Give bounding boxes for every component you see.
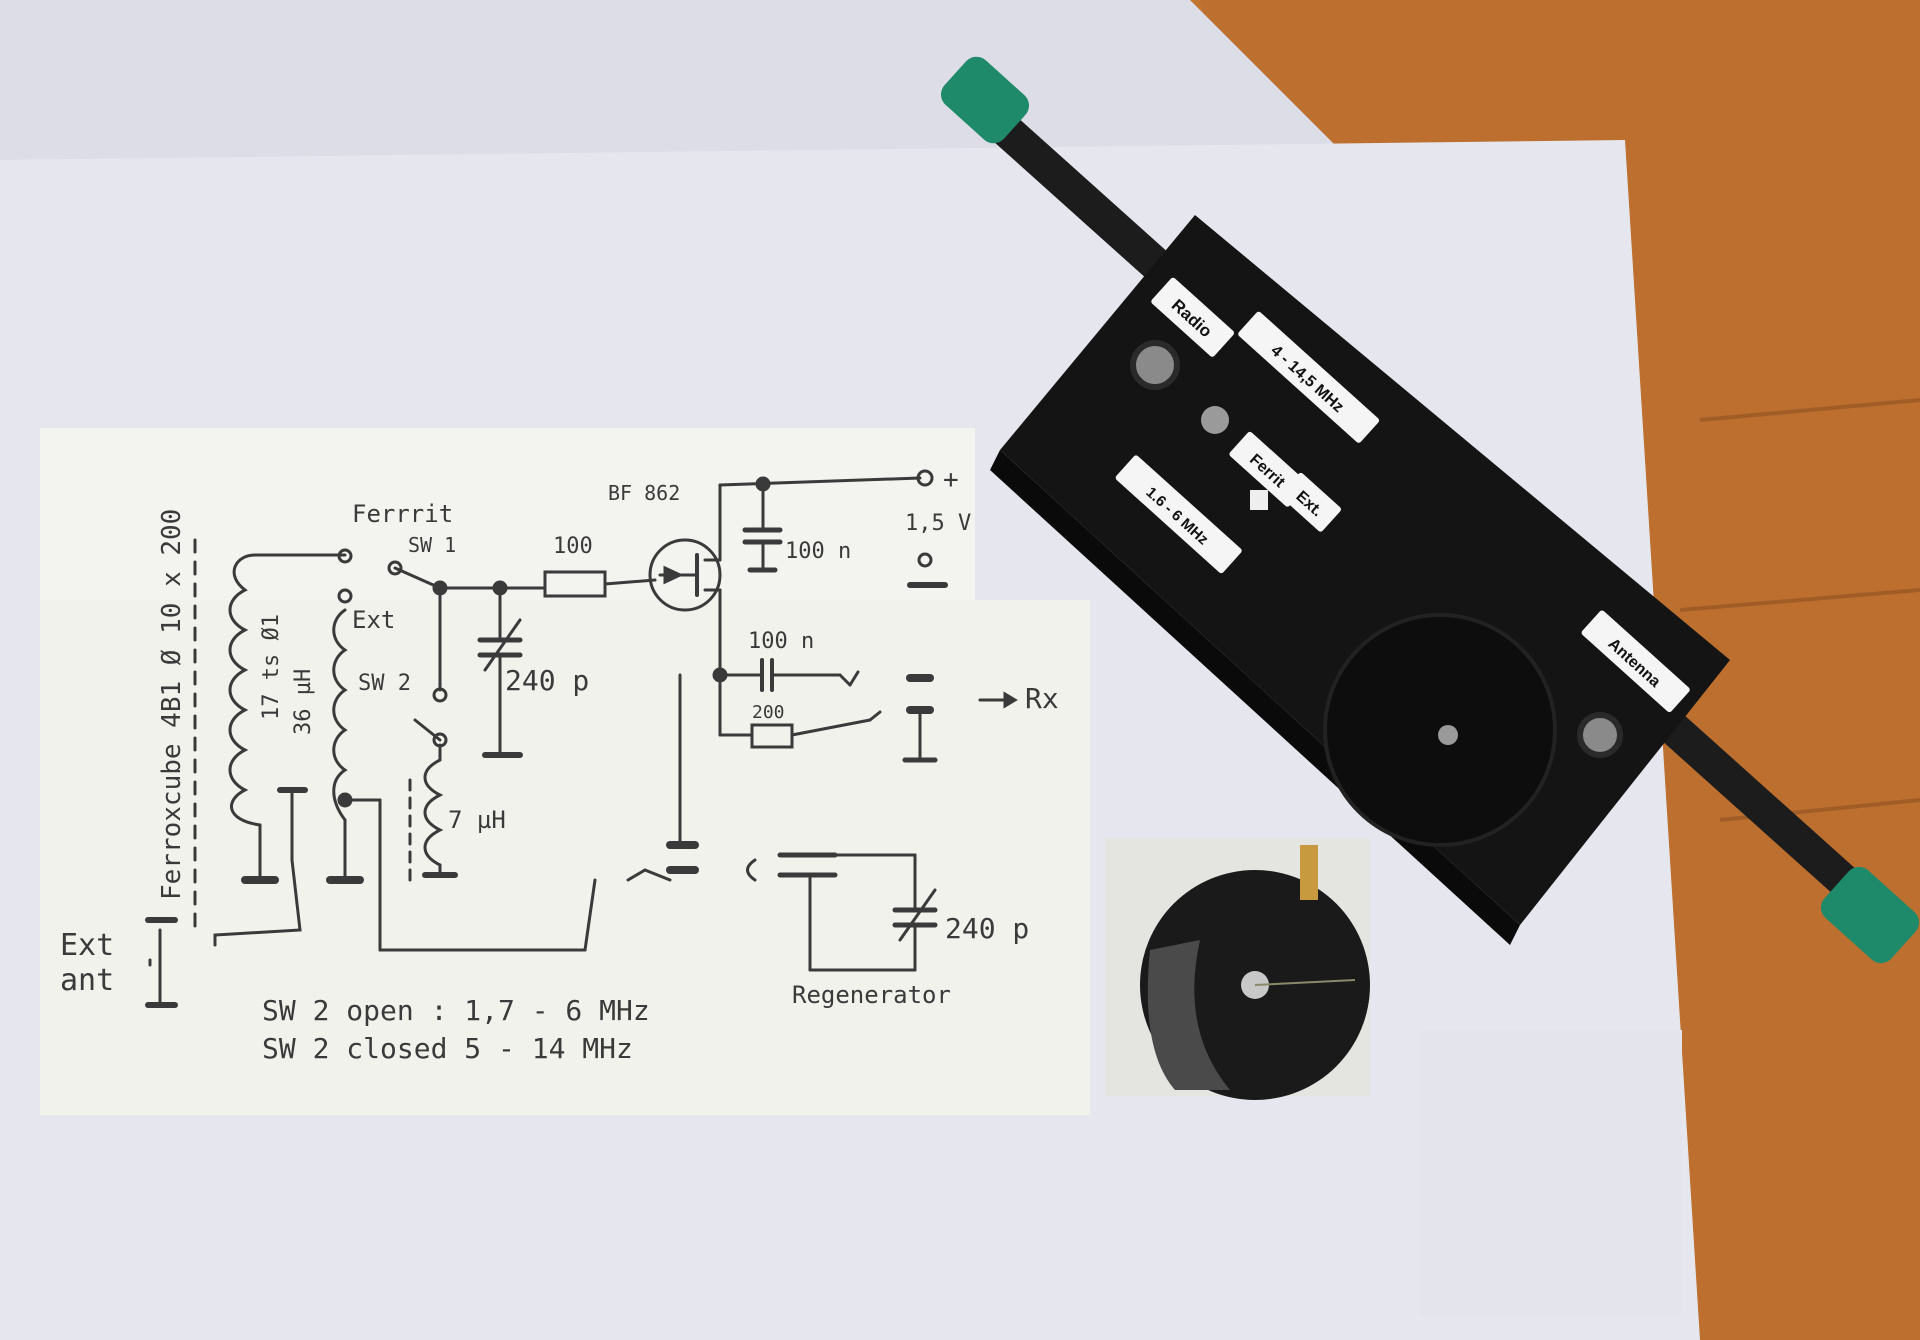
sw2-label: SW 2 (358, 671, 411, 696)
regenerator-label: Regenerator (792, 981, 951, 1009)
label-switch-ext (1280, 472, 1341, 532)
rx-label: Rx (1025, 682, 1059, 715)
toggle-switch (1201, 406, 1229, 434)
rod-cap-top (940, 56, 1030, 144)
tuning-cap-label: 240 p (505, 664, 589, 697)
schematic-labels: Ferroxcube 4B1 Ø 10 x 200 17 ts Ø1 36 µH… (60, 465, 1059, 1065)
label-radio (1151, 277, 1235, 357)
regen-cap-label: 240 p (945, 912, 1029, 945)
band-note-closed: SW 2 closed 5 - 14 MHz (262, 1032, 633, 1065)
cap-100n-out-label: 100 n (748, 629, 814, 654)
radio-enclosure: Radio 4 - 14,5 MHz Ferrit Ext. 1.6 - 6 M… (940, 56, 1920, 964)
label-band-low (1115, 455, 1242, 574)
ext-label: Ext (352, 606, 395, 634)
radio-jack (1130, 340, 1180, 390)
band-note-open: SW 2 open : 1,7 - 6 MHz (262, 994, 650, 1027)
cap-100n-top-label: 100 n (785, 539, 851, 564)
label-band-high (1238, 311, 1380, 443)
ext-ant-label-1: Ext (60, 928, 114, 963)
rod-cap-bottom (1820, 866, 1920, 964)
blank-inset (1420, 1030, 1682, 1315)
label-antenna (1581, 610, 1690, 713)
resistor-200-label: 200 (752, 702, 785, 723)
transistor-label: BF 862 (608, 481, 680, 505)
core-label: Ferroxcube 4B1 Ø 10 x 200 (157, 509, 187, 900)
coil-inductance-label: 36 µH (291, 669, 316, 735)
supply-voltage-label: 1,5 V (905, 511, 971, 536)
ext-ant-label-2: ant (60, 963, 114, 998)
ferrit-tap-label: Ferrrit (352, 500, 453, 528)
supply-plus-label: + (943, 465, 959, 495)
coil-turns-label: 17 ts Ø1 (259, 614, 284, 720)
inductor-label: 7 µH (448, 806, 506, 834)
resistor-100-label: 100 (553, 534, 593, 559)
schematic-wiring (145, 469, 1018, 1008)
sw1-label: SW 1 (408, 533, 456, 557)
antenna-jack (1577, 712, 1623, 758)
